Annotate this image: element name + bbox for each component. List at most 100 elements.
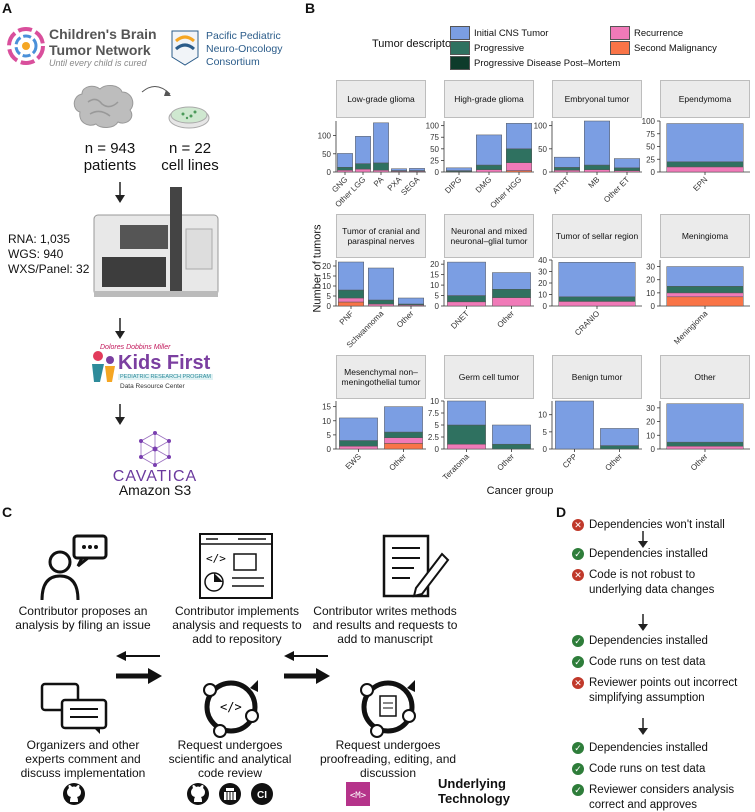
bar-segment [447,444,485,449]
bar-segment [600,428,638,445]
facet-title: High-grade glioma [444,80,534,118]
code-review-cycle-icon: </> [198,676,264,738]
down-arrow-icon [637,614,649,632]
bar-segment [600,446,638,449]
check-icon: ✓ [572,763,584,775]
bar-segment [447,262,485,295]
y-tick-label: 50 [646,143,655,152]
y-tick-label: 0 [543,302,548,311]
checklist-item-text: underlying data changes [589,584,714,596]
bar-segment [584,170,610,172]
bar-segment [337,153,352,167]
y-tick-label: 30 [646,404,655,413]
github-icon [62,782,86,806]
x-tick-label: Other HGG [488,175,523,210]
x-tick-label: Other [689,452,710,473]
y-tick-label: 15 [322,272,331,281]
bar-segment [368,300,394,304]
y-tick-label: 0 [651,445,656,454]
facet-title: Tumor of cranial and paraspinal nerves [336,214,426,258]
y-tick-label: 0 [543,445,548,454]
bar-segment [506,163,532,171]
checklist-item-text: Reviewer considers analysis [589,784,734,796]
bar-segment [667,442,744,446]
y-tick-label: 50 [322,150,331,159]
bar-segment [492,289,530,297]
check-icon: ✓ [572,635,584,647]
bar-segment [492,273,530,290]
y-tick-label: 10 [430,281,439,290]
y-tick-label: 75 [646,130,655,139]
left-right-arrows-icon [280,646,332,686]
y-tick-label: 30 [646,263,655,272]
checklist-item-text: Code runs on test data [589,763,705,775]
step-propose-text: Contributor proposes an analysis by fili… [8,604,158,632]
bar-segment [338,298,364,302]
x-tick-label: MB [587,175,602,190]
y-tick-label: 0 [327,168,332,177]
checklist-item: ✓ Dependencies installed [572,634,708,648]
bar-segment [337,170,352,172]
y-tick-label: 0 [435,445,440,454]
panel-label-d: D [556,504,566,520]
ci-icon: CI [250,782,274,806]
y-tick-label: 30 [538,268,547,277]
error-icon: ✕ [572,677,584,689]
x-tick-label: Other [603,452,624,473]
bar-segment [447,296,485,302]
bar-segment [492,298,530,306]
y-tick-label: 5 [327,431,332,440]
bar-segment [555,401,593,449]
x-tick-label: ATRT [551,175,572,196]
y-tick-label: 5 [327,292,332,301]
person-speech-icon [38,532,110,602]
bar-segment [667,286,744,293]
svg-text:<M>: <M> [350,791,367,801]
bar-segment [667,297,744,306]
facet-title: Other [660,355,750,399]
error-icon: ✕ [572,519,584,531]
y-tick-label: 50 [430,145,439,154]
y-tick-label: 20 [646,418,655,427]
bar-segment [339,418,377,441]
y-tick-label: 7.5 [428,409,440,418]
bar-segment [492,425,530,444]
left-right-arrows-icon [112,646,164,686]
y-tick-label: 10 [538,411,547,420]
y-tick-label: 0 [435,302,440,311]
checklist-item: ✓Dependencies installed [572,741,708,755]
y-tick-label: 20 [646,276,655,285]
facet-title: Meningioma [660,214,750,258]
x-tick-label: Other [387,452,408,473]
bar-segment [384,443,422,449]
bar-segment [409,168,424,170]
bar-segment [614,168,640,171]
x-tick-label: PA [372,175,386,189]
y-tick-label: 5 [543,428,548,437]
bar-segment [384,432,422,438]
x-tick-label: DMG [474,175,494,195]
bar-segment [492,444,530,449]
y-tick-label: 10 [646,289,655,298]
checklist-item: ✓Dependencies installed [572,547,708,561]
bar-segment [447,425,485,444]
check-icon: ✓ [572,548,584,560]
bar-segment [368,304,394,306]
bar-segment [476,165,502,170]
bar-segment [373,123,388,163]
down-arrow-icon [637,718,649,736]
bar-segment [506,149,532,163]
x-tick-label: EWS [344,452,363,471]
y-tick-label: 15 [322,403,331,412]
bar-segment [368,268,394,300]
checklist-item: simplifying assumption [572,691,705,705]
checklist-item-text: Dependencies installed [589,635,708,647]
bar-segment [667,124,744,162]
